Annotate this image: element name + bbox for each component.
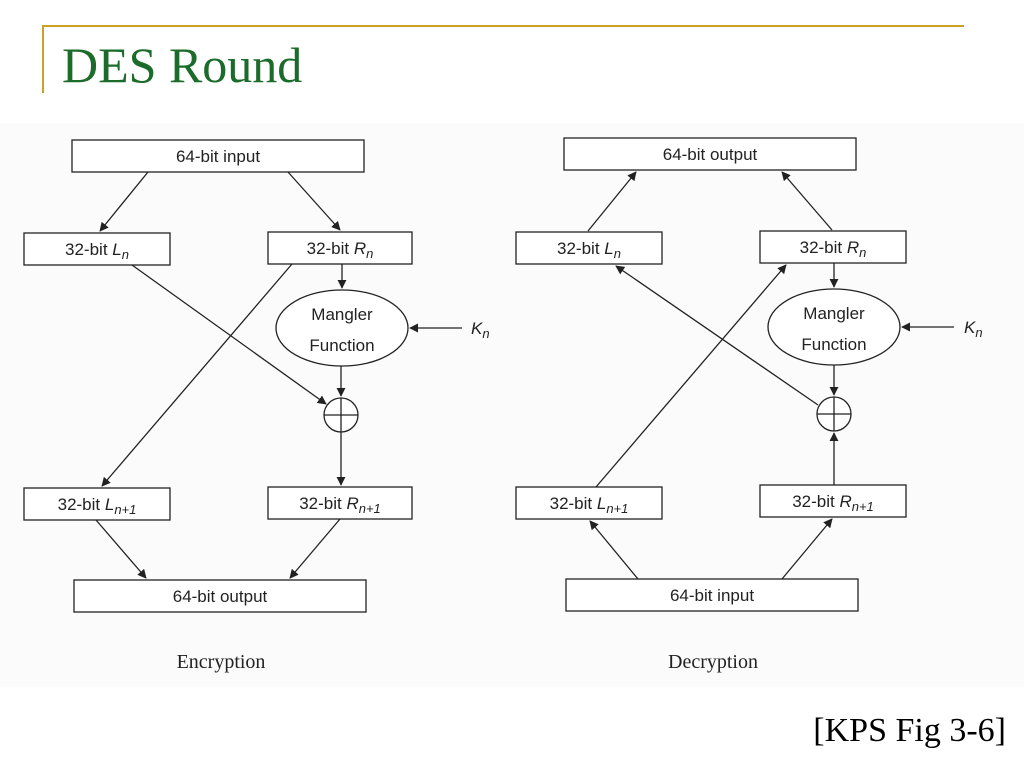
- enc-input-box: [71, 139, 365, 173]
- dec-arrow-input-to-rn1: [781, 518, 833, 580]
- enc-mangler-line1: Mangler: [311, 305, 373, 324]
- dec-output-box: [563, 137, 857, 171]
- enc-arrow-input-to-rn: [287, 171, 341, 231]
- dec-caption: Decryption: [668, 651, 758, 673]
- enc-rn-box: [267, 231, 413, 265]
- enc-arrow-ln1-to-output: [95, 519, 147, 579]
- enc-rn-label: 32-bit Rn: [307, 239, 374, 261]
- enc-ln1-label: 32-bit Ln+1: [58, 495, 137, 517]
- enc-input-label: 64-bit input: [176, 147, 260, 166]
- dec-mangler-line2: Function: [801, 335, 866, 354]
- figure-citation: [KPS Fig 3-6]: [813, 712, 1006, 749]
- dec-arrow-ln-to-output: [587, 171, 637, 232]
- dec-arrow-xor-to-ln: [615, 265, 819, 406]
- encryption-diagram: [23, 139, 462, 613]
- dec-arrow-ln1-to-rn: [595, 264, 787, 488]
- dec-rn-box: [759, 230, 907, 264]
- enc-output-box: [73, 579, 367, 613]
- enc-arrow-ln-to-xor: [131, 264, 327, 405]
- dec-input-label: 64-bit input: [670, 586, 754, 605]
- title-accent-rule: [42, 25, 964, 27]
- dec-mangler-line1: Mangler: [803, 304, 865, 323]
- enc-arrow-rn-to-ln1: [101, 263, 293, 487]
- dec-input-box: [565, 578, 859, 612]
- dec-ln-label: 32-bit Ln: [557, 239, 621, 261]
- dec-arrow-input-to-ln1: [589, 520, 639, 580]
- enc-key-label: Kn: [471, 319, 490, 341]
- decryption-diagram: [515, 137, 954, 612]
- dec-arrow-rn-to-output: [781, 171, 833, 231]
- dec-ln1-box: [515, 486, 663, 520]
- slide-title: DES Round: [62, 37, 303, 93]
- encryption-labels: 64-bit input 32-bit Ln 32-bit Rn Mangler…: [58, 147, 490, 673]
- enc-rn1-label: 32-bit Rn+1: [299, 494, 381, 516]
- dec-output-label: 64-bit output: [663, 145, 758, 164]
- title-side-rule: [42, 25, 44, 93]
- enc-mangler-line2: Function: [309, 336, 374, 355]
- enc-ln1-box: [23, 487, 171, 521]
- enc-caption: Encryption: [177, 651, 266, 673]
- dec-rn1-box: [759, 484, 907, 518]
- enc-ln-box: [23, 232, 171, 266]
- enc-output-label: 64-bit output: [173, 587, 268, 606]
- enc-arrow-input-to-ln: [99, 171, 149, 232]
- enc-rn1-box: [267, 486, 413, 520]
- dec-rn1-label: 32-bit Rn+1: [792, 492, 874, 514]
- enc-ln-label: 32-bit Ln: [65, 240, 129, 262]
- dec-key-label: Kn: [964, 318, 983, 340]
- enc-arrow-rn1-to-output: [289, 518, 341, 579]
- dec-ln-box: [515, 231, 663, 265]
- decryption-labels: 64-bit output 32-bit Ln 32-bit Rn Mangle…: [550, 145, 983, 673]
- enc-mangler-ellipse: [275, 289, 409, 367]
- dec-ln1-label: 32-bit Ln+1: [550, 494, 629, 516]
- dec-rn-label: 32-bit Rn: [800, 238, 867, 260]
